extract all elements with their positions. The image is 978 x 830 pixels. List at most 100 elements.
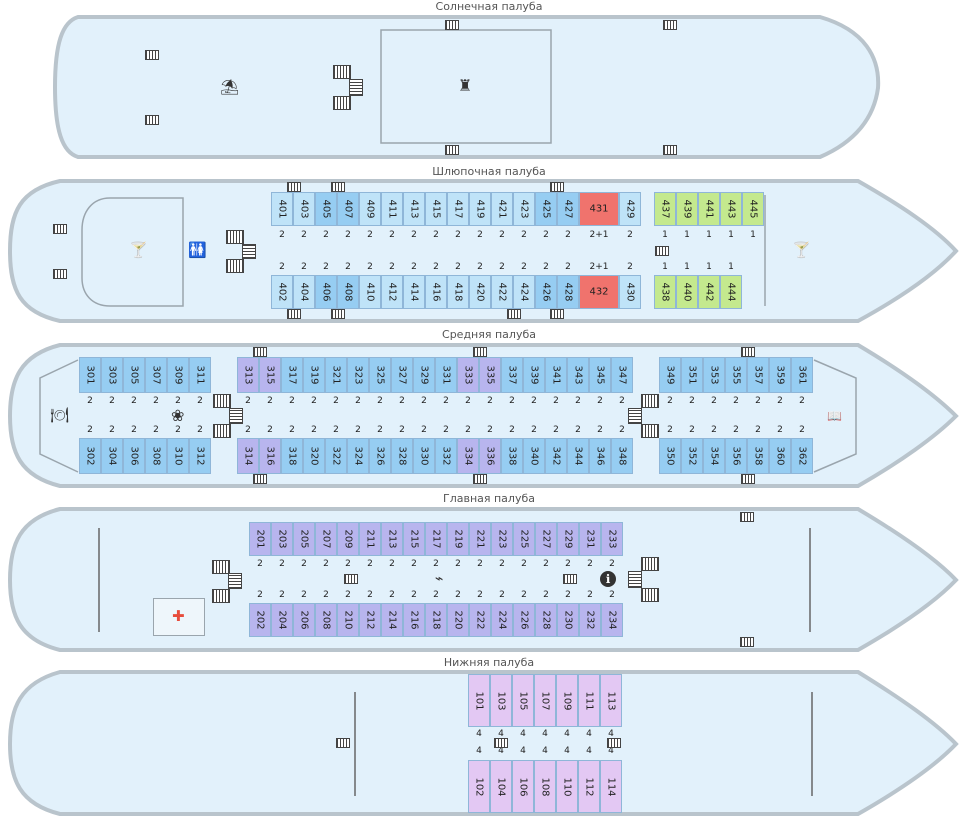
cabin-233[interactable]: 233 [601,522,623,556]
cabin-349[interactable]: 349 [659,357,681,393]
cabin-205[interactable]: 205 [293,522,315,556]
cabin-438[interactable]: 438 [654,275,676,309]
cabin-342[interactable]: 342 [545,438,567,474]
cabin-321[interactable]: 321 [325,357,347,393]
cabin-107[interactable]: 107 [534,674,556,727]
cabin-215[interactable]: 215 [403,522,425,556]
cabin-350[interactable]: 350 [659,438,681,474]
cabin-306[interactable]: 306 [123,438,145,474]
cabin-213[interactable]: 213 [381,522,403,556]
cabin-423[interactable]: 423 [513,192,535,226]
cabin-318[interactable]: 318 [281,438,303,474]
cabin-331[interactable]: 331 [435,357,457,393]
cabin-417[interactable]: 417 [447,192,469,226]
cabin-311[interactable]: 311 [189,357,211,393]
cabin-403[interactable]: 403 [293,192,315,226]
cabin-111[interactable]: 111 [578,674,600,727]
cabin-333[interactable]: 333 [457,357,479,393]
cabin-402[interactable]: 402 [271,275,293,309]
cabin-112[interactable]: 112 [578,760,600,813]
cabin-416[interactable]: 416 [425,275,447,309]
cabin-424[interactable]: 424 [513,275,535,309]
cabin-413[interactable]: 413 [403,192,425,226]
cabin-340[interactable]: 340 [523,438,545,474]
cabin-204[interactable]: 204 [271,603,293,637]
cabin-327[interactable]: 327 [391,357,413,393]
cabin-401[interactable]: 401 [271,192,293,226]
cabin-113[interactable]: 113 [600,674,622,727]
cabin-351[interactable]: 351 [681,357,703,393]
cabin-110[interactable]: 110 [556,760,578,813]
cabin-353[interactable]: 353 [703,357,725,393]
cabin-224[interactable]: 224 [491,603,513,637]
cabin-202[interactable]: 202 [249,603,271,637]
cabin-428[interactable]: 428 [557,275,579,309]
cabin-444[interactable]: 444 [720,275,742,309]
cabin-421[interactable]: 421 [491,192,513,226]
cabin-223[interactable]: 223 [491,522,513,556]
cabin-330[interactable]: 330 [413,438,435,474]
cabin-322[interactable]: 322 [325,438,347,474]
cabin-105[interactable]: 105 [512,674,534,727]
cabin-343[interactable]: 343 [567,357,589,393]
cabin-106[interactable]: 106 [512,760,534,813]
cabin-335[interactable]: 335 [479,357,501,393]
cabin-305[interactable]: 305 [123,357,145,393]
cabin-356[interactable]: 356 [725,438,747,474]
cabin-336[interactable]: 336 [479,438,501,474]
cabin-225[interactable]: 225 [513,522,535,556]
cabin-418[interactable]: 418 [447,275,469,309]
cabin-101[interactable]: 101 [468,674,490,727]
cabin-203[interactable]: 203 [271,522,293,556]
cabin-325[interactable]: 325 [369,357,391,393]
cabin-338[interactable]: 338 [501,438,523,474]
cabin-360[interactable]: 360 [769,438,791,474]
cabin-347[interactable]: 347 [611,357,633,393]
cabin-210[interactable]: 210 [337,603,359,637]
cabin-357[interactable]: 357 [747,357,769,393]
cabin-359[interactable]: 359 [769,357,791,393]
cabin-362[interactable]: 362 [791,438,813,474]
cabin-314[interactable]: 314 [237,438,259,474]
cabin-426[interactable]: 426 [535,275,557,309]
cabin-326[interactable]: 326 [369,438,391,474]
cabin-431[interactable]: 431 [579,192,619,226]
cabin-358[interactable]: 358 [747,438,769,474]
cabin-414[interactable]: 414 [403,275,425,309]
cabin-425[interactable]: 425 [535,192,557,226]
cabin-410[interactable]: 410 [359,275,381,309]
cabin-312[interactable]: 312 [189,438,211,474]
cabin-361[interactable]: 361 [791,357,813,393]
cabin-301[interactable]: 301 [79,357,101,393]
cabin-407[interactable]: 407 [337,192,359,226]
cabin-337[interactable]: 337 [501,357,523,393]
cabin-404[interactable]: 404 [293,275,315,309]
cabin-231[interactable]: 231 [579,522,601,556]
cabin-345[interactable]: 345 [589,357,611,393]
cabin-209[interactable]: 209 [337,522,359,556]
cabin-104[interactable]: 104 [490,760,512,813]
cabin-230[interactable]: 230 [557,603,579,637]
cabin-232[interactable]: 232 [579,603,601,637]
cabin-304[interactable]: 304 [101,438,123,474]
cabin-208[interactable]: 208 [315,603,337,637]
cabin-352[interactable]: 352 [681,438,703,474]
cabin-324[interactable]: 324 [347,438,369,474]
cabin-201[interactable]: 201 [249,522,271,556]
cabin-109[interactable]: 109 [556,674,578,727]
cabin-216[interactable]: 216 [403,603,425,637]
cabin-310[interactable]: 310 [167,438,189,474]
cabin-323[interactable]: 323 [347,357,369,393]
cabin-412[interactable]: 412 [381,275,403,309]
cabin-354[interactable]: 354 [703,438,725,474]
cabin-348[interactable]: 348 [611,438,633,474]
cabin-303[interactable]: 303 [101,357,123,393]
cabin-217[interactable]: 217 [425,522,447,556]
cabin-409[interactable]: 409 [359,192,381,226]
cabin-430[interactable]: 430 [619,275,641,309]
cabin-307[interactable]: 307 [145,357,167,393]
cabin-344[interactable]: 344 [567,438,589,474]
cabin-228[interactable]: 228 [535,603,557,637]
cabin-220[interactable]: 220 [447,603,469,637]
cabin-328[interactable]: 328 [391,438,413,474]
